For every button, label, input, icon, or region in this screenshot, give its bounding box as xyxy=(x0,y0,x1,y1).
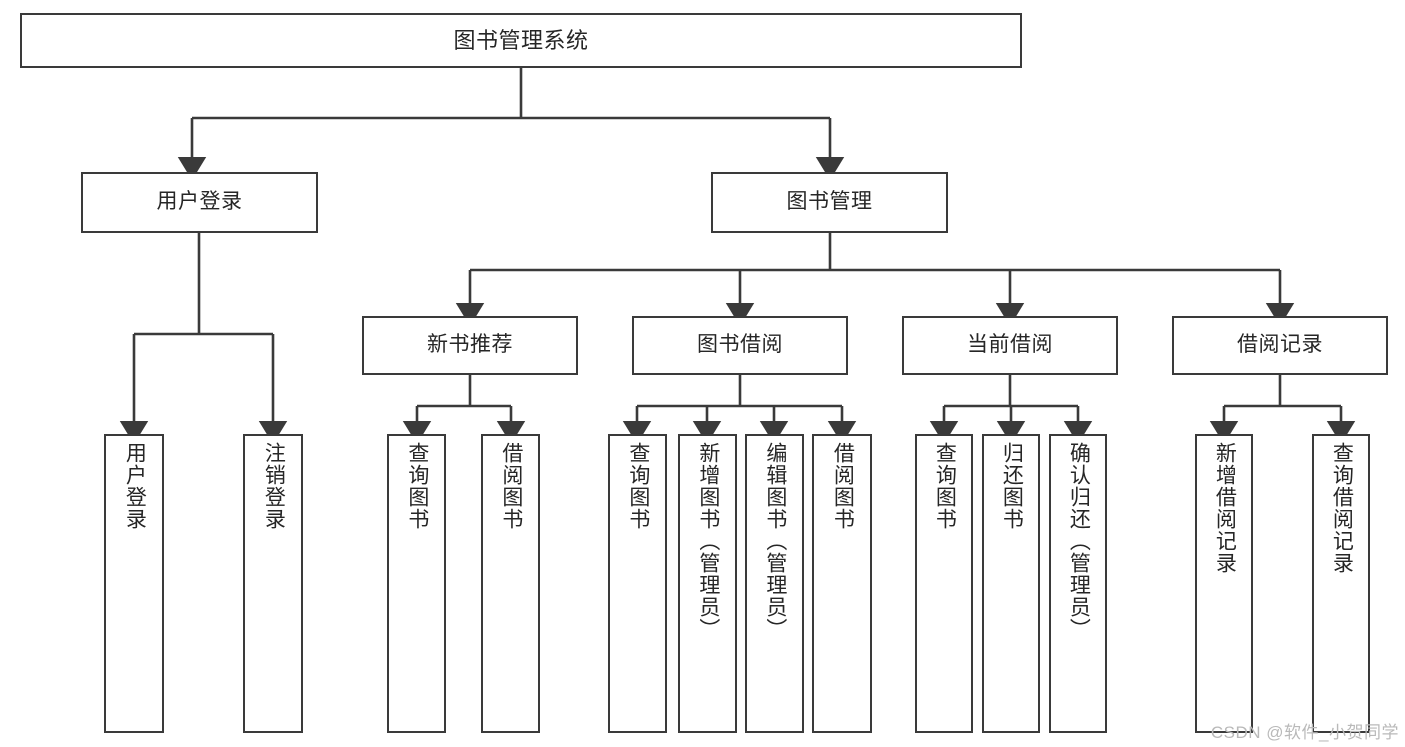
node-leaf-edit-book[interactable]: 编辑图书（管理员） xyxy=(745,434,804,733)
node-leaf-query-borrow-record-label: 查询借阅记录 xyxy=(1330,442,1354,574)
node-leaf-query-book-3-label: 查询图书 xyxy=(933,442,957,530)
node-leaf-logout-login-label: 注销登录 xyxy=(262,442,286,530)
node-leaf-user-login[interactable]: 用户登录 xyxy=(104,434,164,733)
node-leaf-borrow-book-1-label: 借阅图书 xyxy=(499,442,523,530)
node-leaf-logout-login[interactable]: 注销登录 xyxy=(243,434,303,733)
node-leaf-add-book[interactable]: 新增图书（管理员） xyxy=(678,434,737,733)
node-leaf-edit-book-label: 编辑图书（管理员） xyxy=(763,442,787,640)
node-new-book-recommend-label: 新书推荐 xyxy=(427,333,513,357)
node-leaf-query-borrow-record[interactable]: 查询借阅记录 xyxy=(1312,434,1370,733)
node-leaf-query-book-1-label: 查询图书 xyxy=(405,442,429,530)
node-new-book-recommend[interactable]: 新书推荐 xyxy=(362,316,578,375)
node-leaf-borrow-book-2-label: 借阅图书 xyxy=(831,442,855,530)
node-book-borrow-label: 图书借阅 xyxy=(697,333,783,357)
node-user-login[interactable]: 用户登录 xyxy=(81,172,318,233)
node-leaf-user-login-label: 用户登录 xyxy=(123,442,147,530)
node-book-borrow[interactable]: 图书借阅 xyxy=(632,316,848,375)
node-leaf-query-book-3[interactable]: 查询图书 xyxy=(915,434,973,733)
node-root[interactable]: 图书管理系统 xyxy=(20,13,1022,68)
node-borrow-record[interactable]: 借阅记录 xyxy=(1172,316,1388,375)
node-leaf-query-book-1[interactable]: 查询图书 xyxy=(387,434,446,733)
node-leaf-borrow-book-2[interactable]: 借阅图书 xyxy=(812,434,872,733)
node-leaf-confirm-return-label: 确认归还（管理员） xyxy=(1067,442,1091,640)
node-user-login-label: 用户登录 xyxy=(156,190,243,214)
node-leaf-add-borrow-record-label: 新增借阅记录 xyxy=(1213,442,1237,574)
node-leaf-borrow-book-1[interactable]: 借阅图书 xyxy=(481,434,540,733)
node-current-borrow[interactable]: 当前借阅 xyxy=(902,316,1118,375)
node-leaf-confirm-return[interactable]: 确认归还（管理员） xyxy=(1049,434,1107,733)
node-book-manage[interactable]: 图书管理 xyxy=(711,172,948,233)
node-root-label: 图书管理系统 xyxy=(453,27,589,53)
node-current-borrow-label: 当前借阅 xyxy=(967,333,1053,357)
node-leaf-add-book-label: 新增图书（管理员） xyxy=(696,442,720,640)
node-borrow-record-label: 借阅记录 xyxy=(1237,333,1323,357)
node-leaf-add-borrow-record[interactable]: 新增借阅记录 xyxy=(1195,434,1253,733)
node-leaf-return-book-label: 归还图书 xyxy=(1000,442,1024,530)
node-leaf-query-book-2[interactable]: 查询图书 xyxy=(608,434,667,733)
node-leaf-query-book-2-label: 查询图书 xyxy=(626,442,650,530)
node-leaf-return-book[interactable]: 归还图书 xyxy=(982,434,1040,733)
node-book-manage-label: 图书管理 xyxy=(786,190,873,214)
